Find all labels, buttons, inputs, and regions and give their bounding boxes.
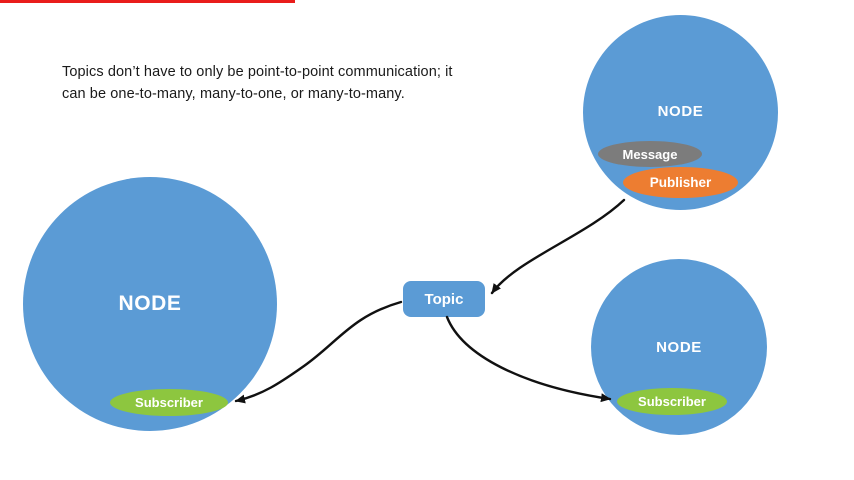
subscriber-ellipse-bottom-right: Subscriber — [617, 388, 727, 415]
arrow-topic-to-right-subscriber — [445, 315, 612, 403]
message-label: Message — [622, 146, 678, 162]
subscriber-ellipse-left: Subscriber — [110, 389, 228, 416]
video-progress-bar — [0, 0, 295, 3]
node-label-left: NODE — [118, 292, 182, 315]
publisher-label: Publisher — [649, 175, 712, 190]
caption-line-2: can be one-to-many, many-to-one, or many… — [62, 86, 405, 103]
node-label-bottom-right: NODE — [656, 338, 702, 356]
topic-box: Topic — [403, 281, 485, 317]
caption: Topics don’t have to only be point-to-po… — [62, 61, 453, 106]
node-circle-left: NODE — [23, 177, 277, 431]
subscriber-label-left: Subscriber — [135, 395, 203, 410]
message-ellipse: Message — [598, 141, 702, 167]
topic-label: Topic — [424, 290, 464, 308]
subscriber-label-bottom-right: Subscriber — [638, 394, 706, 409]
publisher-ellipse: Publisher — [623, 167, 738, 198]
node-label-top-right: NODE — [657, 103, 704, 120]
caption-line-1: Topics don’t have to only be point-to-po… — [62, 64, 453, 80]
arrow-publisher-to-topic — [490, 198, 626, 295]
